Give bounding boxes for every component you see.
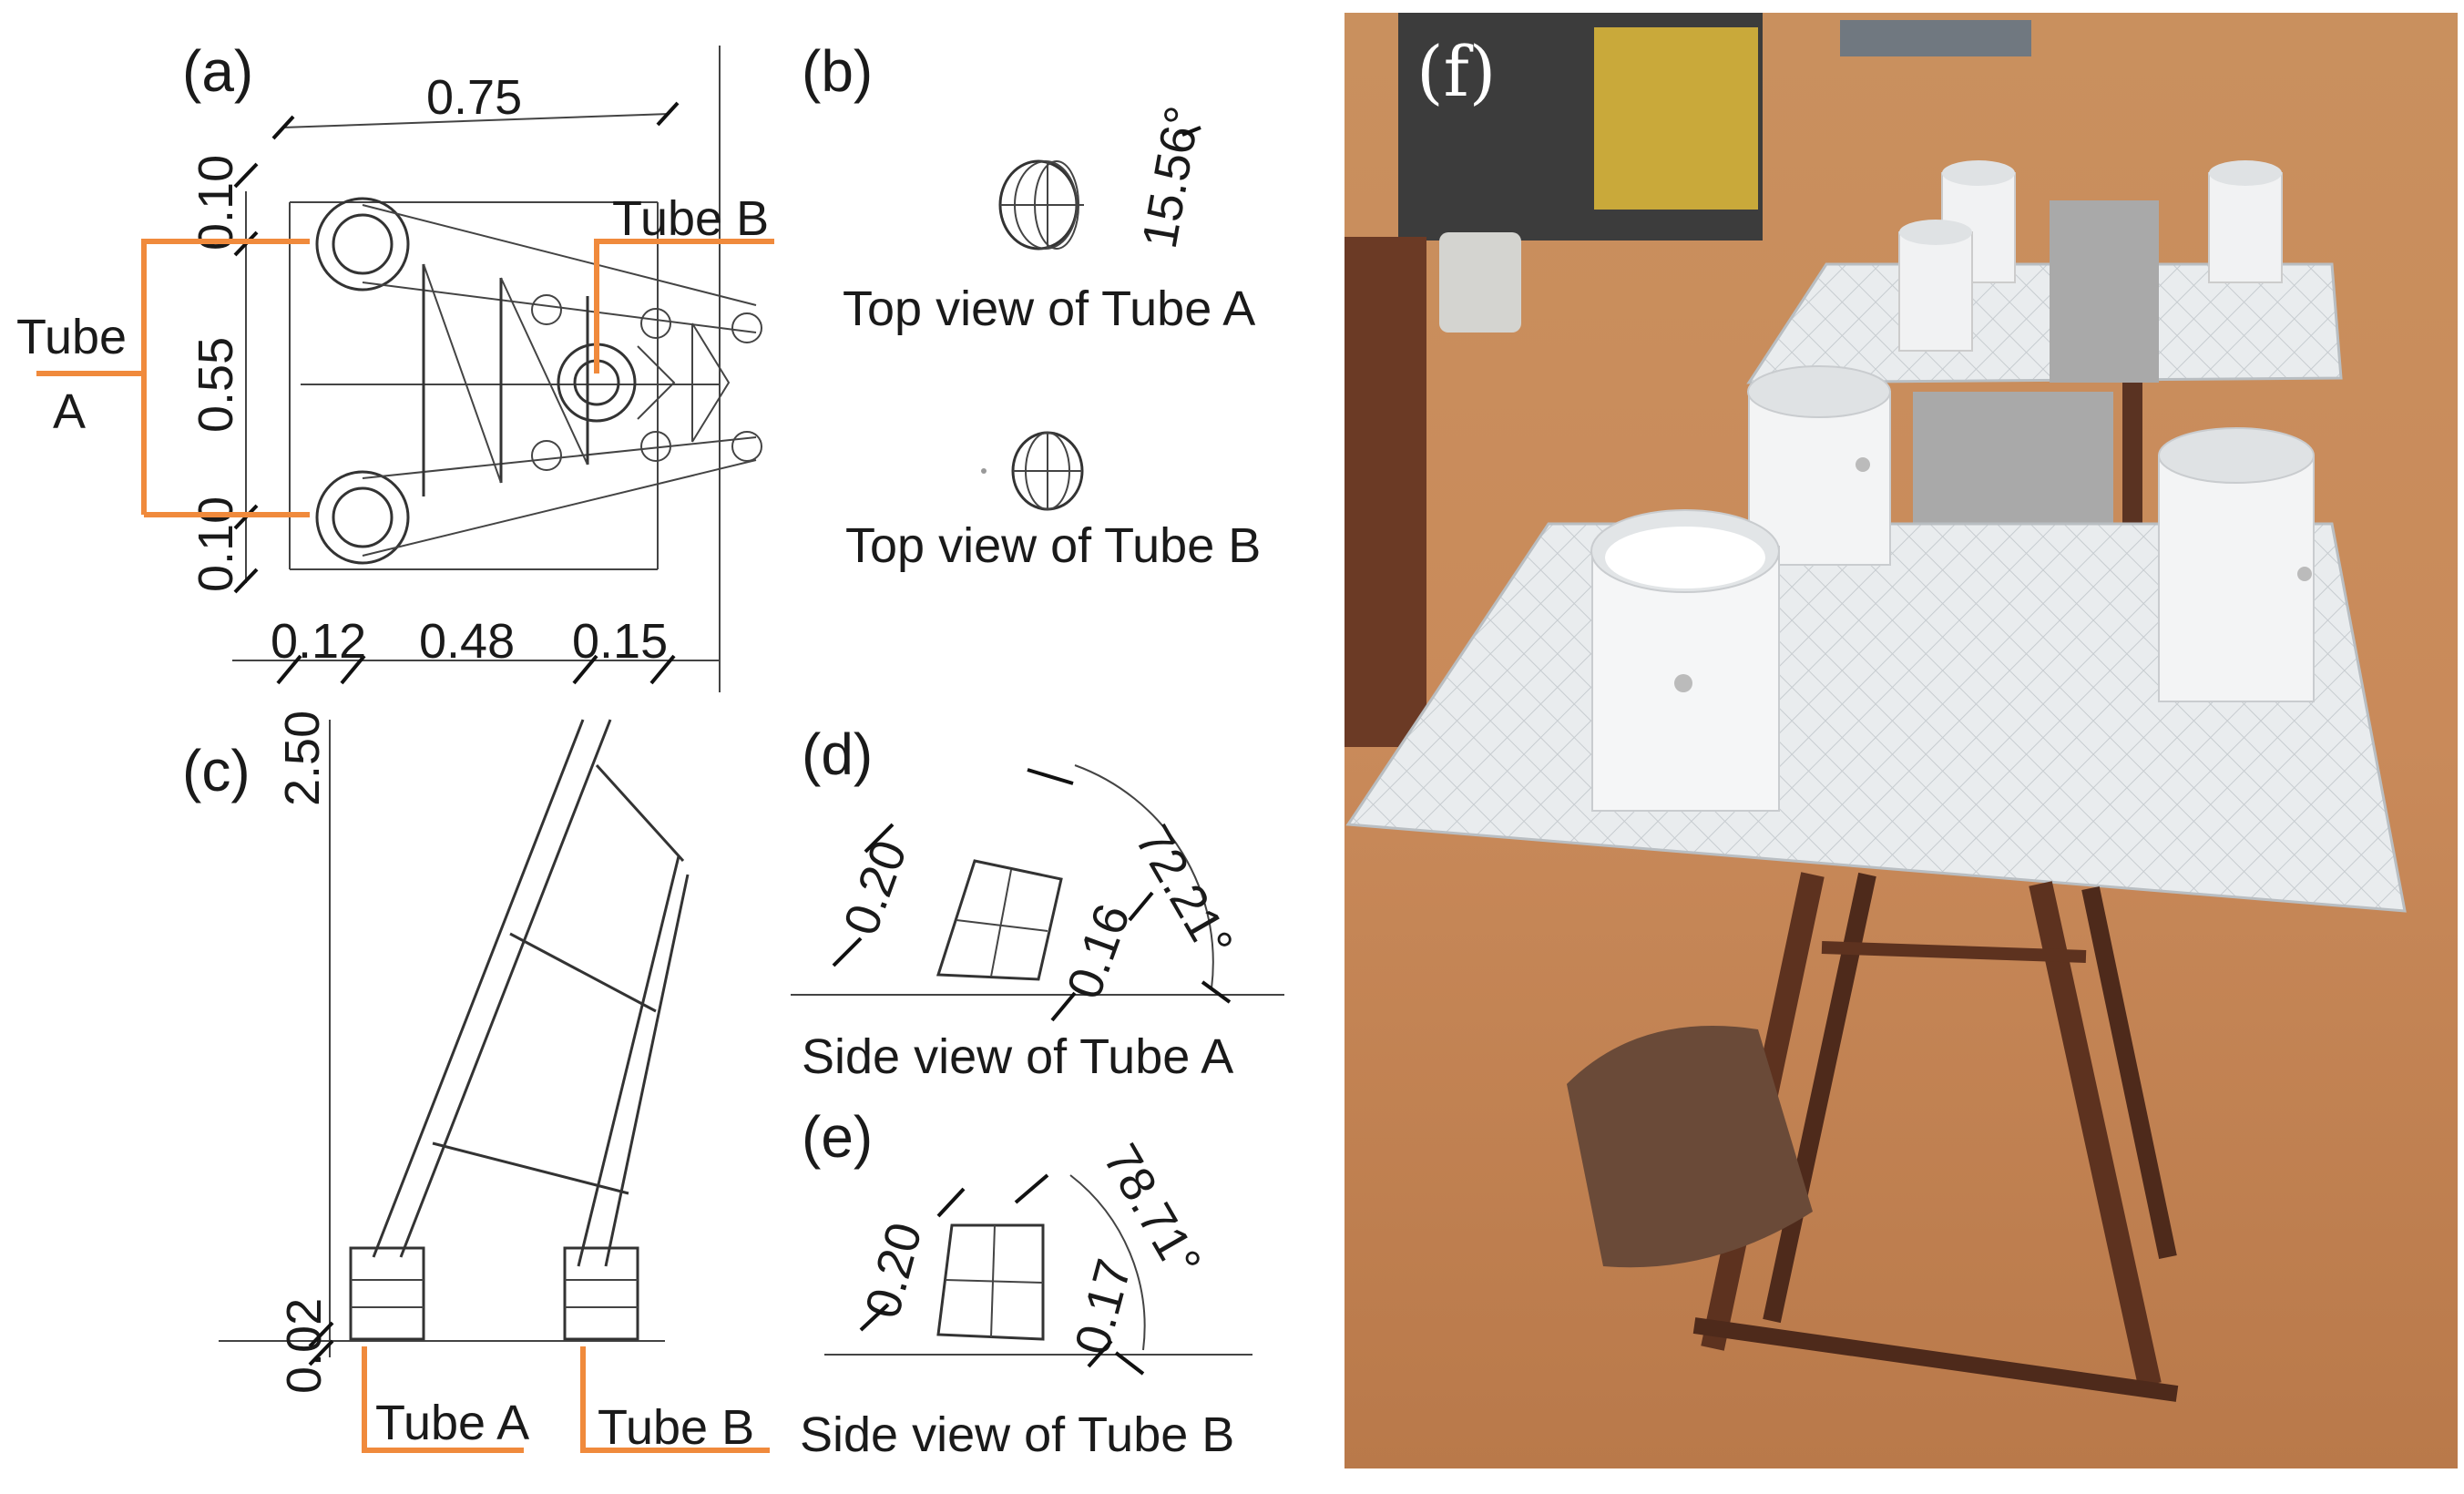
dim-top-label: 0.75 [426,70,522,125]
panel-b-label: (b) [802,38,873,104]
tube-a-side-leader [362,1346,524,1453]
panel-b: (b) 15.56° Top view of Tube A Top view o… [802,38,1261,573]
dim-bottom: 0.12 0.48 0.15 [271,614,676,685]
tube-b-side-view [936,1223,1045,1341]
caption-side-view-b: Side view of Tube B [800,1407,1234,1462]
dim-left-mid-label: 0.55 [189,337,243,433]
truss-plan-view [315,197,762,565]
background-bucket [1439,232,1521,333]
panel-f-photo: (f) [1344,13,2458,1468]
panel-e-label: (e) [802,1104,873,1170]
tube-b-side-dim-2: 0.17 [1065,1254,1142,1360]
panel-a-frame [232,46,721,692]
caption-top-view-b: Top view of Tube B [845,518,1261,573]
dim-height-label: 2.50 [275,711,330,806]
panel-f-label: (f) [1416,31,1496,112]
panel-d-label: (d) [802,721,873,787]
tube-photo-back-right [2158,455,2315,702]
dim-bottom-2-label: 0.48 [419,614,515,669]
tube-a-label-line2: A [53,384,86,439]
panel-a: (a) [16,38,774,692]
tube-b-top-view [981,431,1084,511]
dim-top: 0.75 [271,70,680,140]
front-support-plate [1345,365,2407,913]
tube-a-label-line1: Tube [16,310,127,364]
caption-side-view-a: Side view of Tube A [802,1029,1233,1084]
dim-left-top-label: 0.10 [189,155,243,251]
angle-arc-e [1069,1174,1146,1351]
dim-base-label: 0.02 [277,1298,332,1394]
tube-a-side-label: Tube A [375,1396,529,1450]
tube-a-top-view [998,159,1084,251]
caption-top-view-a: Top view of Tube A [843,281,1255,336]
tube-b-label: Tube B [612,191,769,246]
background-drum [1344,237,1426,747]
tube-b-leader [594,239,774,374]
dim-bottom-3-label: 0.15 [572,614,668,669]
panel-e: (e) 0.20 0.17 78.71° Side view of Tube B [800,1104,1252,1462]
tube-a-side-dim-2: 0.16 [1057,897,1140,1006]
tube-b-side-dim-1: 0.20 [855,1217,933,1324]
panel-c-label: (c) [182,738,250,803]
dim-bottom-1-label: 0.12 [271,614,366,669]
tube-a-side-dim-1: 0.20 [833,834,917,942]
panel-c: (c) 2.50 0.02 Tube A Tube B [182,711,770,1455]
rag-cloth [1567,1026,1813,1268]
tube-a-side-angle: 72.21° [1125,816,1243,967]
rusty-stand [1567,872,2179,1402]
dim-left-bot-label: 0.10 [189,496,243,592]
angle-arc-d [1074,764,1214,989]
truss-side-view [349,719,690,1341]
panel-d: (d) 0.20 0.16 72.21° Side view of Tube A [791,721,1284,1084]
panel-a-label: (a) [182,38,253,104]
tube-a-top-angle: 15.56° [1132,102,1211,252]
tube-b-side-label: Tube B [598,1400,754,1455]
back-support-plate [1746,160,2343,528]
tube-a-side-view [936,859,1063,981]
tube-b-side-leader [580,1346,770,1453]
tube-a-leader [36,239,310,376]
